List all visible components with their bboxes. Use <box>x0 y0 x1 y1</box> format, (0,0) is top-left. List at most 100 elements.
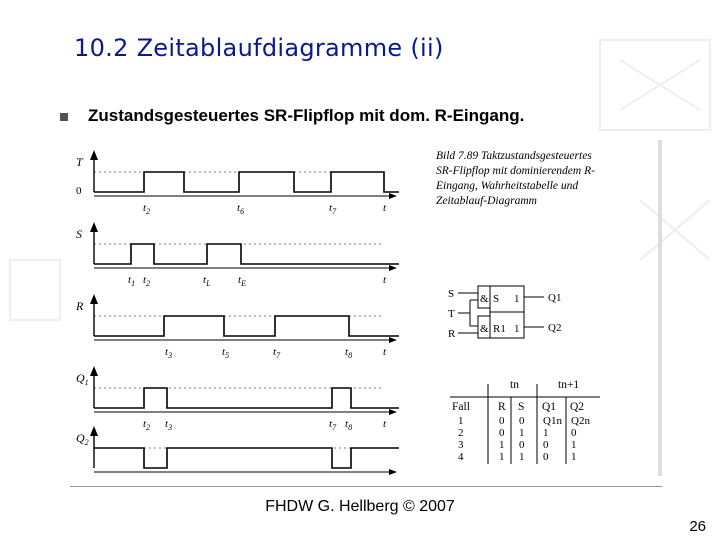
time-tick-label: t6 <box>237 202 244 216</box>
table-cell: 4 <box>458 451 464 463</box>
time-tick-subscript: L <box>205 279 211 288</box>
table-cell: 1 <box>458 415 464 427</box>
time-arrow-icon <box>389 337 397 343</box>
bullet-square-icon <box>60 113 68 121</box>
time-tick-label: t <box>383 346 387 358</box>
gate-top-input: S <box>493 293 499 305</box>
time-tick-label: t2 <box>143 274 150 288</box>
time-tick-label: t3 <box>165 418 172 432</box>
time-arrow-icon <box>389 193 397 199</box>
signal-name: T <box>76 155 84 169</box>
time-tick-subscript: 5 <box>225 351 229 360</box>
time-tick-label: t1 <box>128 274 135 288</box>
signal-name: S <box>76 227 82 241</box>
time-tick-label: t <box>383 202 387 214</box>
time-tick-subscript: 1 <box>131 279 135 288</box>
signal-name-subscript: 2 <box>85 438 89 447</box>
axis-arrow-icon <box>90 366 98 376</box>
time-tick-subscript: 6 <box>240 207 244 216</box>
footer-text: FHDW G. Hellberg © 2007 <box>265 498 455 515</box>
time-tick-label: t3 <box>165 346 172 360</box>
time-tick-label: t5 <box>222 346 229 360</box>
time-tick-label: tE <box>238 274 246 288</box>
signal-name-subscript: 1 <box>85 378 89 387</box>
signal-name: Q2 <box>76 431 89 447</box>
time-tick-subscript: 3 <box>167 423 172 432</box>
figure-caption: Bild 7.89 Taktzustandsgesteuertes SR-Fli… <box>435 150 595 207</box>
time-tick-label: t7 <box>273 346 281 360</box>
time-tick-label: t8 <box>345 346 352 360</box>
signal-waveform <box>94 171 399 193</box>
signal-waveform <box>94 243 399 265</box>
time-tick-label: t7 <box>329 418 337 432</box>
signal-waveform <box>94 447 399 469</box>
time-tick-subscript: 2 <box>146 423 150 432</box>
table-cell: 1 <box>499 451 505 463</box>
axis-arrow-icon <box>90 426 98 436</box>
signal-zero-label: 0 <box>76 185 82 197</box>
time-tick-label: t <box>383 274 387 286</box>
input-label-r: R <box>448 328 456 340</box>
table-cell: 0 <box>543 451 549 463</box>
page-number: 26 <box>689 518 706 535</box>
table-column-header: Q2 <box>570 401 584 413</box>
time-tick-subscript: 7 <box>332 207 337 216</box>
axis-arrow-icon <box>90 222 98 232</box>
time-tick-label: t <box>383 418 387 430</box>
output-number-bottom: 1 <box>514 323 520 335</box>
input-label-s: S <box>448 288 454 300</box>
time-tick-label: t8 <box>345 418 352 432</box>
table-cell: 0 <box>519 439 525 451</box>
caption-line: SR-Flipflop mit dominierendem R- <box>436 165 595 177</box>
axis-arrow-icon <box>90 150 98 160</box>
axis-arrow-icon <box>90 294 98 304</box>
time-arrow-icon <box>389 409 397 415</box>
signal-lane: Q2 <box>76 426 399 475</box>
time-tick-subscript: 7 <box>276 351 281 360</box>
table-cell: 1 <box>571 439 577 451</box>
time-tick-subscript: 2 <box>146 207 150 216</box>
table-group-header-tn: tn <box>510 379 519 391</box>
time-arrow-icon <box>389 265 397 271</box>
time-tick-subscript: 3 <box>167 351 172 360</box>
flipflop-circuit-symbol: S T R & S & R1 1 1 Q1 Q2 <box>448 285 561 340</box>
bullet-text: Zustandsgesteuertes SR-Flipflop mit dom.… <box>88 106 525 125</box>
gate-top-and: & <box>480 293 489 305</box>
table-cell: 0 <box>499 427 505 439</box>
table-cell: 1 <box>571 451 577 463</box>
table-cell: 0 <box>571 427 577 439</box>
table-column-header: Fall <box>452 401 470 413</box>
table-group-header-tn1: tn+1 <box>558 379 579 391</box>
table-cell: 1 <box>499 439 505 451</box>
time-tick-label: t2 <box>143 202 150 216</box>
gate-bottom-input: R1 <box>493 323 506 335</box>
table-cell: Q1n <box>543 415 562 427</box>
gate-bottom-and: & <box>480 323 489 335</box>
table-column-header: S <box>518 401 524 413</box>
output-number-top: 1 <box>514 293 520 305</box>
slide-title: 10.2 Zeitablaufdiagramme (ii) <box>74 34 444 62</box>
table-cell: Q2n <box>571 415 590 427</box>
time-tick-subscript: E <box>240 279 246 288</box>
signal-lane: St1 t2 tL tE t <box>76 222 399 288</box>
table-cell: 0 <box>519 415 525 427</box>
output-label-q2: Q2 <box>548 322 561 334</box>
time-tick-subscript: 8 <box>348 423 352 432</box>
table-column-header: R <box>498 401 506 413</box>
table-cell: 0 <box>543 439 549 451</box>
table-cell: 1 <box>543 427 549 439</box>
time-tick-label: tL <box>203 274 211 288</box>
footer-rule <box>70 486 662 487</box>
table-cell: 2 <box>458 427 464 439</box>
time-tick-subscript: 7 <box>332 423 337 432</box>
input-label-t: T <box>448 308 455 320</box>
